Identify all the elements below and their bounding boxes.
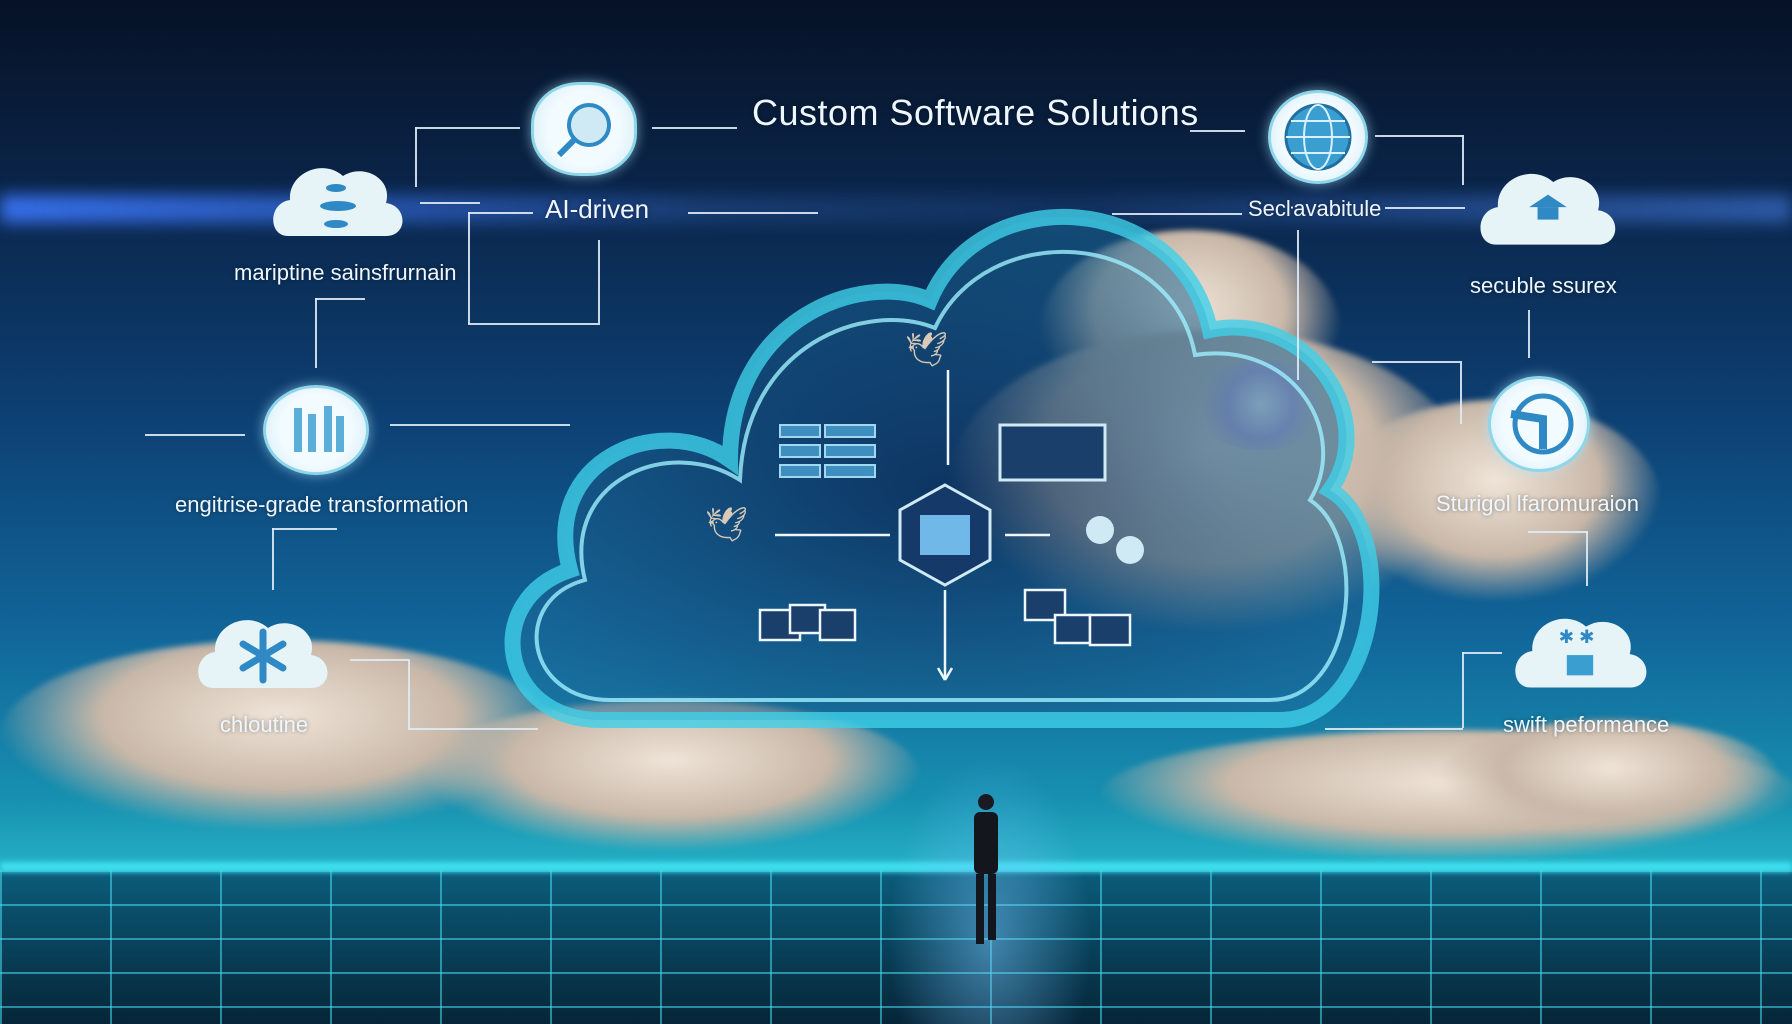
connector-line	[1375, 135, 1463, 137]
connector-line	[272, 528, 337, 530]
connector-line	[1297, 230, 1299, 380]
connector-line	[415, 127, 417, 187]
magnifier-icon	[531, 82, 637, 176]
server-rack-icon	[779, 424, 876, 478]
connector-line	[468, 212, 470, 324]
connector-line	[1586, 531, 1588, 586]
cloud-upload-icon	[1480, 173, 1616, 245]
bird-icon: 🕊	[705, 506, 749, 544]
connector-line	[1462, 135, 1464, 185]
connector-line	[145, 434, 245, 436]
connector-line	[1112, 213, 1242, 215]
connector-line	[408, 659, 410, 729]
connector-line	[415, 127, 520, 129]
monitor-icon	[998, 423, 1107, 482]
node-label-ai-driven: AI-driven	[545, 194, 650, 224]
connector-line	[1190, 130, 1245, 132]
connector-line	[350, 659, 408, 661]
connector-line	[315, 298, 365, 300]
node-label-bottom-left: chloutine	[220, 712, 309, 737]
connector-line	[468, 323, 598, 325]
asterisk-cloud-icon	[198, 620, 328, 688]
connector-line	[1325, 728, 1463, 730]
data-circle-icon	[263, 385, 369, 475]
node-label-mid-left: engitrise-grade transformation	[175, 492, 469, 517]
central-cloud-diagram	[504, 208, 1380, 728]
flow-arrows	[775, 370, 1050, 681]
circle-logo-icon	[1488, 376, 1590, 472]
connector-line	[390, 424, 570, 426]
background-cloud	[1440, 720, 1780, 840]
connector-line	[468, 212, 533, 214]
node-label-top-left: mariptine sainsfrurnain	[234, 260, 457, 285]
box-cloud-icon: ✱ ✱	[1515, 618, 1647, 688]
connector-line	[1385, 207, 1465, 209]
node-icon	[1086, 516, 1114, 544]
cloud-icon	[273, 168, 403, 236]
node-label-bottom-right: swift peformance	[1503, 712, 1670, 737]
connector-line	[315, 298, 317, 368]
connector-line	[1372, 361, 1460, 363]
connector-line	[1460, 361, 1462, 424]
node-icon	[1116, 536, 1144, 564]
connector-line	[1462, 652, 1464, 728]
connector-line	[408, 728, 538, 730]
svg-text:✱ ✱: ✱ ✱	[1559, 626, 1595, 647]
computer-cluster-icon	[758, 588, 1132, 647]
node-label-top-right: secuble ssurex	[1470, 273, 1617, 298]
connector-line	[272, 528, 274, 590]
node-label-mid-right: Sturigol lfaromuraion	[1436, 491, 1639, 516]
page-title: Custom Software Solutions	[752, 92, 1199, 133]
connector-line	[688, 212, 818, 214]
globe-icon	[1268, 90, 1368, 184]
connector-line	[1462, 652, 1502, 654]
bird-icon: 🕊	[905, 331, 949, 369]
node-label-top-center-right: Secŀavabitule	[1248, 196, 1382, 221]
connector-line	[652, 127, 737, 129]
connector-line	[1528, 531, 1588, 533]
connector-line	[1528, 310, 1530, 358]
connector-line	[598, 240, 600, 325]
stacked-data-icon	[920, 515, 970, 555]
businessman-figure	[974, 794, 998, 944]
connector-line	[420, 202, 480, 204]
